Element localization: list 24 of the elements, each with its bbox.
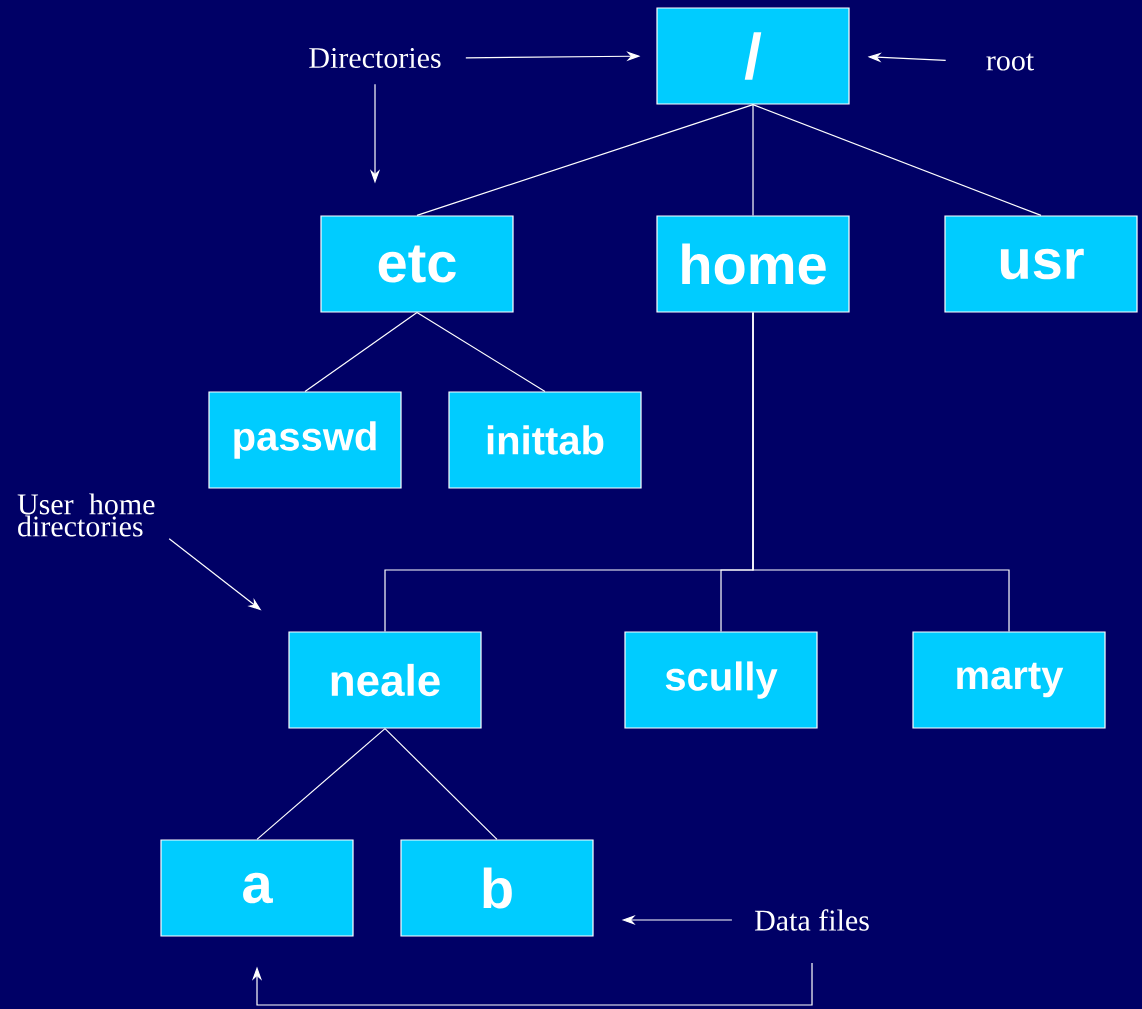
- tree-line: [752, 104, 1042, 216]
- tree-line: [304, 312, 418, 392]
- annotation-text: User home directories: [17, 493, 155, 537]
- directory-box: home: [656, 215, 850, 313]
- tree-line: [256, 728, 386, 840]
- arrow: [251, 962, 813, 1006]
- annotation-text: Directories: [309, 47, 441, 69]
- annotation-text: Data files: [755, 909, 869, 931]
- directory-box: usr: [944, 215, 1138, 313]
- directory-box: passwd: [208, 391, 402, 489]
- directory-box: scully: [624, 631, 818, 729]
- tree-line: [384, 728, 498, 840]
- tree-line: [752, 104, 754, 216]
- directory-box: etc: [320, 215, 514, 313]
- tree-line: [416, 104, 754, 216]
- tree-line: [416, 312, 546, 392]
- directory-box: marty: [912, 631, 1106, 729]
- directory-box: inittab: [448, 391, 642, 489]
- directory-box: b: [400, 839, 594, 937]
- directory-box: neale: [288, 631, 482, 729]
- tree-line: [752, 312, 1010, 632]
- directory-box: a: [160, 839, 354, 937]
- directory-box: /: [656, 7, 850, 105]
- annotation-text: root: [986, 53, 1034, 71]
